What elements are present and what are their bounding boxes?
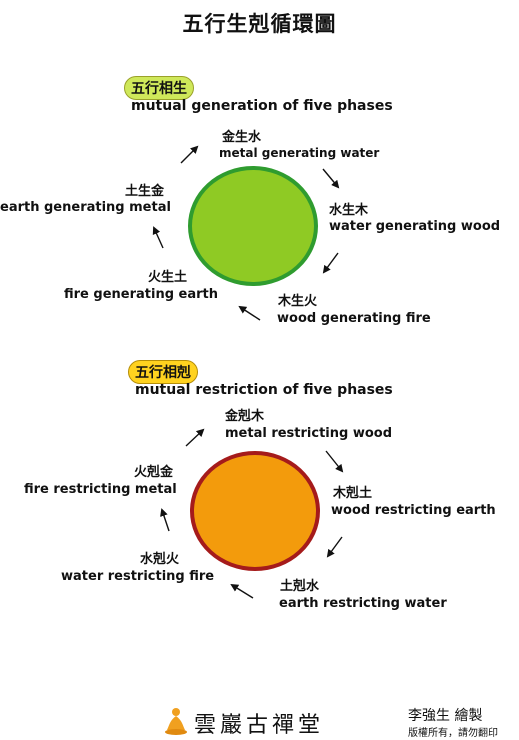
generation-circle — [188, 166, 318, 286]
gen-water-wood-en: water generating wood — [329, 219, 501, 234]
res-fire-metal-en: fire restricting metal — [24, 482, 177, 497]
arrow-icon — [325, 450, 344, 473]
gen-fire-earth-en: fire generating earth — [64, 287, 218, 302]
gen-metal-water-cn: 金生水 — [222, 130, 262, 145]
copyright-notice: 版權所有，請勿翻印 — [408, 728, 498, 739]
res-metal-wood-cn: 金剋木 — [225, 409, 265, 424]
arrow-icon — [160, 508, 170, 532]
author-credit: 李強生 繪製 — [408, 708, 483, 724]
meditating-figure-icon — [165, 708, 187, 735]
gen-earth-metal-cn: 土生金 — [125, 184, 165, 199]
res-earth-water-cn: 土剋水 — [280, 579, 320, 594]
gen-fire-earth-cn: 火生土 — [148, 270, 188, 285]
gen-wood-fire-en: wood generating fire — [277, 311, 431, 326]
arrow-icon — [180, 145, 199, 164]
restriction-circle — [190, 451, 320, 571]
generation-subtitle: mutual generation of five phases — [131, 98, 393, 114]
res-wood-earth-cn: 木剋土 — [333, 486, 373, 501]
generation-badge: 五行相生 — [124, 76, 194, 100]
res-metal-wood-en: metal restricting wood — [225, 426, 393, 441]
arrow-icon — [185, 428, 205, 447]
res-water-fire-cn: 水剋火 — [140, 552, 180, 567]
gen-wood-fire-cn: 木生火 — [278, 294, 318, 309]
brand-name: 雲巖古禪堂 — [194, 713, 325, 738]
res-water-fire-en: water restricting fire — [61, 569, 215, 584]
gen-earth-metal-en: earth generating metal — [0, 200, 171, 215]
arrow-icon — [322, 252, 339, 274]
gen-metal-water-en: metal generating water — [219, 146, 380, 160]
res-wood-earth-en: wood restricting earth — [331, 503, 496, 518]
arrow-icon — [230, 583, 254, 599]
res-fire-metal-cn: 火剋金 — [134, 465, 174, 480]
gen-water-wood-cn: 水生木 — [329, 203, 369, 218]
arrow-icon — [322, 168, 340, 189]
restriction-subtitle: mutual restriction of five phases — [135, 382, 393, 398]
restriction-badge: 五行相剋 — [128, 360, 198, 384]
arrow-icon — [326, 536, 343, 558]
arrow-icon — [152, 226, 164, 249]
page-title: 五行生剋循環圖 — [182, 12, 337, 36]
arrow-icon — [238, 305, 261, 321]
res-earth-water-en: earth restricting water — [279, 596, 447, 611]
